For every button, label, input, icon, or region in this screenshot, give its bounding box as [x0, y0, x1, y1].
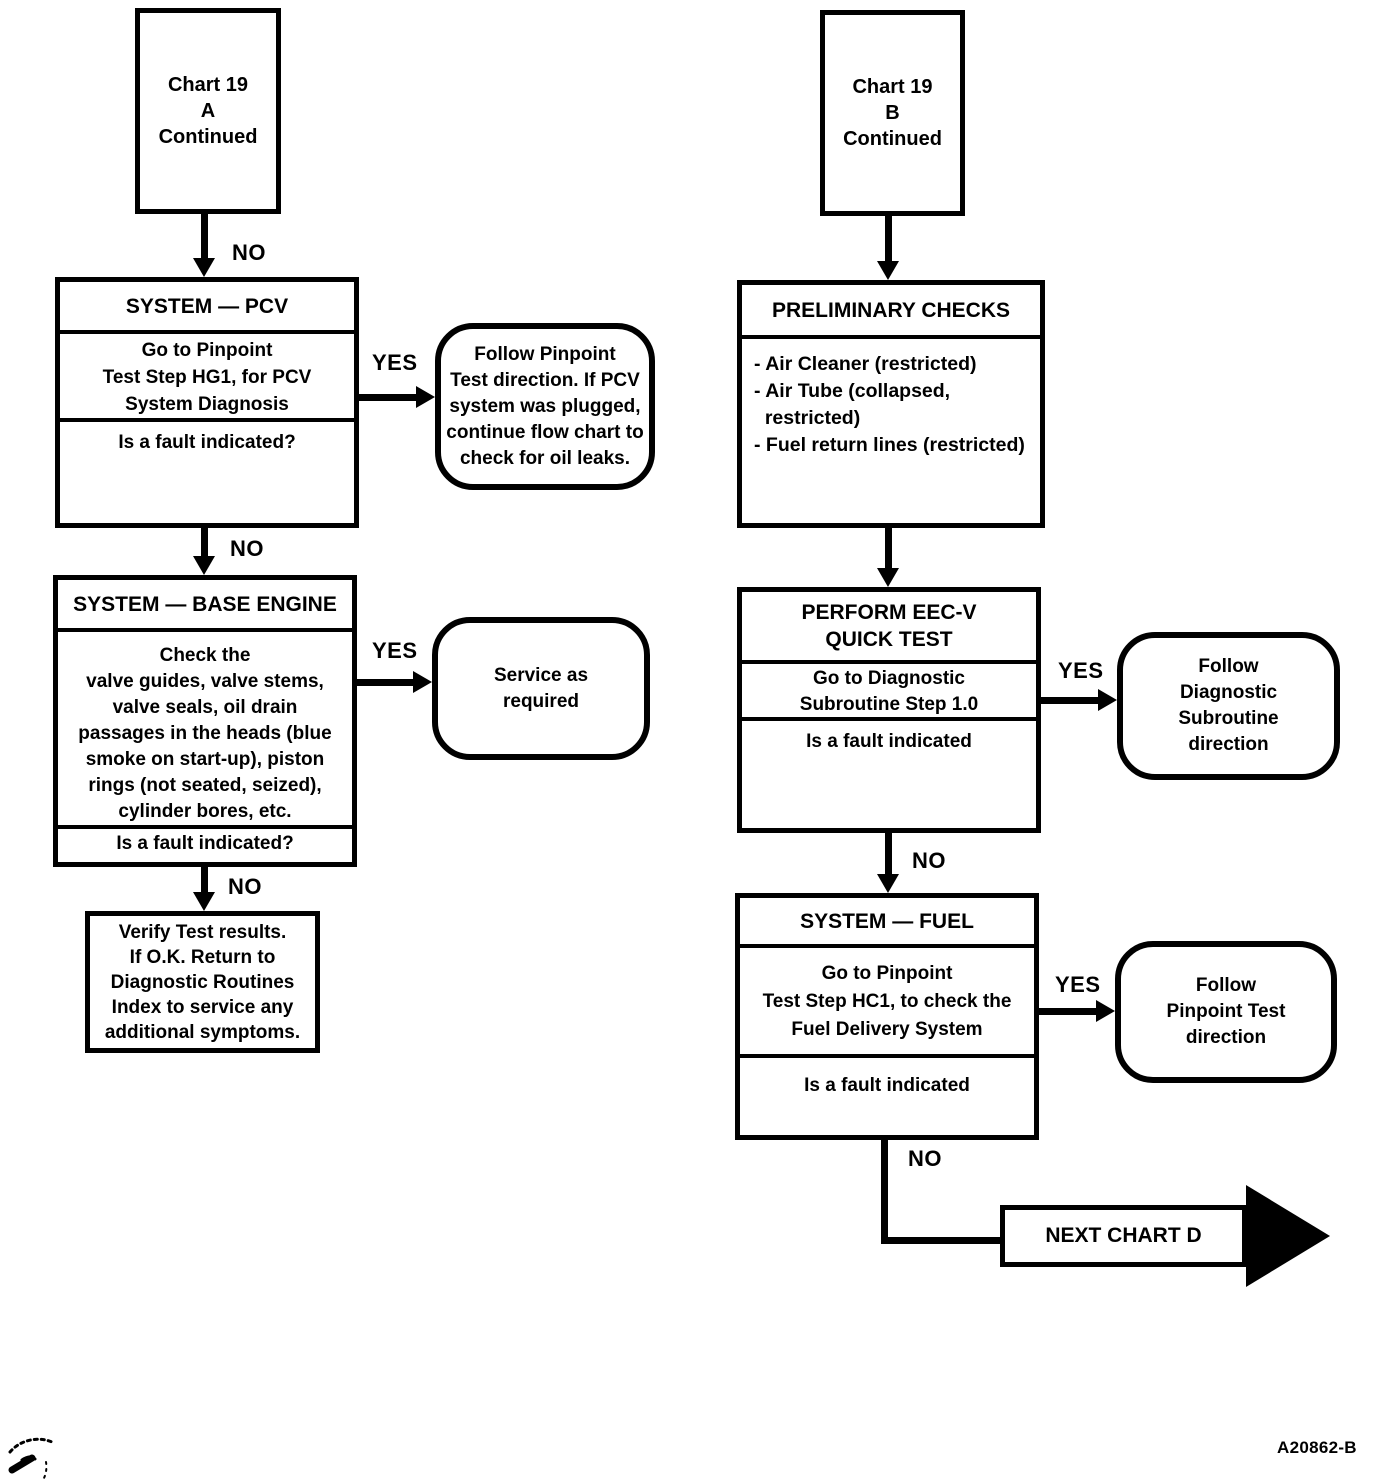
system-pcv-title: SYSTEM — PCV: [60, 282, 354, 334]
perform-quick-test-title: PERFORM EEC-V QUICK TEST: [742, 592, 1036, 664]
no-label-next-chart: NO: [908, 1146, 942, 1171]
connector-fuel-no-vertical: [881, 1140, 888, 1244]
perform-quick-test-step: Go to Diagnostic Subroutine Step 1.0: [742, 664, 1036, 721]
node-follow-pinpoint-test: Follow Pinpoint Test direction: [1115, 941, 1337, 1083]
arrow-quick-test-yes: [1041, 689, 1117, 712]
system-pcv-step: Go to Pinpoint Test Step HG1, for PCV Sy…: [60, 334, 354, 422]
arrow-shaft: [1039, 1008, 1098, 1015]
system-pcv-question: Is a fault indicated?: [118, 432, 296, 453]
no-label-fuel-entry: NO: [912, 848, 946, 873]
node-next-chart-d: NEXT CHART D: [1000, 1205, 1247, 1267]
follow-pinpoint-oil-leaks-text: Follow Pinpoint Test direction. If PCV s…: [446, 343, 644, 469]
no-label-pcv-entry: NO: [232, 240, 266, 265]
arrow-shaft: [201, 214, 208, 260]
node-chart-a-text: Chart 19 A Continued: [158, 74, 258, 148]
node-chart-b-text: Chart 19 B Continued: [843, 76, 942, 150]
yes-label-pcv: YES: [372, 350, 418, 375]
arrow-shaft: [201, 528, 208, 558]
next-chart-arrow-head: [1246, 1185, 1330, 1287]
node-follow-diagnostic-subroutine: Follow Diagnostic Subroutine direction: [1117, 632, 1340, 780]
arrow-head: [1098, 689, 1117, 711]
arrow-head: [413, 671, 432, 693]
verify-test-results-text: Verify Test results. If O.K. Return to D…: [104, 921, 301, 1043]
system-base-engine-step: Check the valve guides, valve stems, val…: [58, 632, 352, 829]
node-system-base-engine: SYSTEM — BASE ENGINE Check the valve gui…: [53, 575, 357, 867]
node-chart-a-continued: Chart 19 A Continued: [135, 8, 281, 214]
arrow-base-engine-yes: [357, 671, 432, 694]
preliminary-checks-items: - Air Cleaner (restricted) - Air Tube (c…: [754, 353, 1025, 456]
arrow-preliminary-to-quick-test: [877, 528, 900, 587]
arrow-shaft: [885, 216, 892, 263]
arrow-shaft: [885, 528, 892, 570]
system-base-engine-title: SYSTEM — BASE ENGINE: [58, 580, 352, 632]
artwork-code: A20862-B: [1277, 1438, 1357, 1457]
arrow-chart-b-to-preliminary: [877, 216, 900, 280]
arrow-head: [416, 386, 435, 408]
follow-diagnostic-subroutine-text: Follow Diagnostic Subroutine direction: [1178, 656, 1279, 755]
system-fuel-question: Is a fault indicated: [804, 1075, 970, 1096]
node-chart-b-continued: Chart 19 B Continued: [820, 10, 965, 216]
perform-quick-test-question: Is a fault indicated: [806, 731, 972, 752]
arrow-base-engine-no: [193, 867, 216, 911]
arrow-pcv-no: [193, 528, 216, 575]
node-system-fuel: SYSTEM — FUEL Go to Pinpoint Test Step H…: [735, 893, 1039, 1140]
yes-label-fuel: YES: [1055, 972, 1101, 997]
node-system-pcv: SYSTEM — PCV Go to Pinpoint Test Step HG…: [55, 277, 359, 528]
arrow-shaft: [359, 394, 418, 401]
node-verify-test-results: Verify Test results. If O.K. Return to D…: [85, 911, 320, 1053]
arrow-pcv-yes: [359, 386, 435, 409]
arrow-shaft: [1041, 697, 1100, 704]
arrow-quick-test-no: [877, 833, 900, 893]
node-service-as-required: Service as required: [432, 617, 650, 760]
arrow-shaft: [201, 867, 208, 894]
connector-fuel-no-horizontal: [881, 1237, 1000, 1244]
arrow-shaft: [885, 833, 892, 876]
follow-pinpoint-test-text: Follow Pinpoint Test direction: [1166, 975, 1286, 1048]
yes-label-quick-test: YES: [1058, 658, 1104, 683]
system-fuel-title: SYSTEM — FUEL: [740, 898, 1034, 948]
no-label-base-engine-entry: NO: [230, 536, 264, 561]
arrow-fuel-yes: [1039, 1000, 1115, 1023]
system-base-engine-question: Is a fault indicated?: [116, 833, 294, 854]
no-label-verify-entry: NO: [228, 874, 262, 899]
arrow-head: [193, 258, 215, 277]
system-fuel-step: Go to Pinpoint Test Step HC1, to check t…: [740, 948, 1034, 1058]
node-follow-pinpoint-oil-leaks: Follow Pinpoint Test direction. If PCV s…: [435, 323, 655, 490]
node-preliminary-checks: PRELIMINARY CHECKS - Air Cleaner (restri…: [737, 280, 1045, 528]
arrow-head: [1096, 1000, 1115, 1022]
yes-label-base-engine: YES: [372, 638, 418, 663]
preliminary-checks-title: PRELIMINARY CHECKS: [742, 285, 1040, 339]
node-perform-quick-test: PERFORM EEC-V QUICK TEST Go to Diagnosti…: [737, 587, 1041, 833]
arrow-head: [877, 874, 899, 893]
service-as-required-text: Service as required: [493, 664, 589, 712]
arrow-head: [193, 892, 215, 911]
scan-smudge: [8, 1437, 54, 1479]
arrow-head: [193, 556, 215, 575]
arrow-chart-a-to-pcv: [193, 214, 216, 277]
next-chart-d-text: NEXT CHART D: [1045, 1224, 1202, 1247]
arrow-head: [877, 568, 899, 587]
arrow-shaft: [357, 679, 415, 686]
arrow-head: [877, 261, 899, 280]
